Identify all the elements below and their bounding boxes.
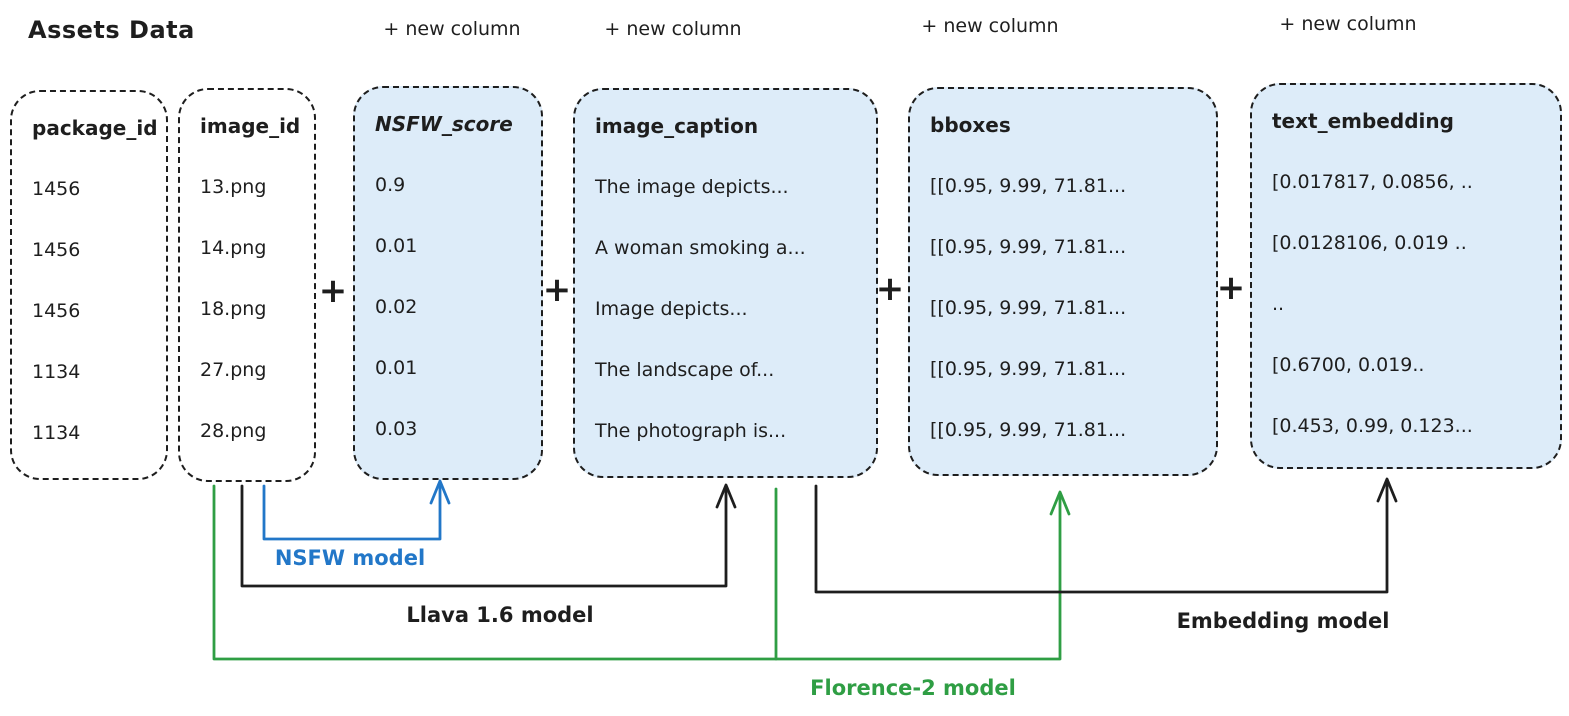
table-cell: The image depicts... bbox=[595, 176, 789, 198]
column-nsfw-score: NSFW_score 0.9 0.01 0.02 0.01 0.03 bbox=[353, 86, 543, 480]
plus-sign: + bbox=[318, 271, 348, 311]
nsfw-arrow bbox=[262, 482, 442, 541]
table-cell: A woman smoking a... bbox=[595, 237, 806, 259]
nsfw-arrowhead-icon bbox=[429, 479, 451, 505]
column-header: NSFW_score bbox=[375, 112, 513, 136]
table-cell: 27.png bbox=[200, 359, 267, 381]
table-cell: [[0.95, 9.99, 71.81... bbox=[930, 175, 1127, 197]
new-column-label-embedding: + new column bbox=[1279, 13, 1417, 35]
table-cell: 0.03 bbox=[375, 418, 418, 440]
table-cell: [[0.95, 9.99, 71.81... bbox=[930, 419, 1127, 441]
column-header: package_id bbox=[32, 116, 158, 140]
table-cell: 0.02 bbox=[375, 296, 418, 318]
column-header: image_caption bbox=[595, 114, 759, 138]
florence-model-label: Florence-2 model bbox=[810, 676, 1016, 700]
llava-model-label: Llava 1.6 model bbox=[406, 603, 594, 627]
table-cell: [0.017817, 0.0856, .. bbox=[1272, 171, 1473, 193]
table-cell: [[0.95, 9.99, 71.81... bbox=[930, 236, 1127, 258]
table-cell: [0.0128106, 0.019 .. bbox=[1272, 232, 1467, 254]
florence-arrow bbox=[212, 484, 1062, 661]
table-cell: 13.png bbox=[200, 176, 267, 198]
table-cell: 1456 bbox=[32, 178, 81, 200]
table-cell: [[0.95, 9.99, 71.81... bbox=[930, 297, 1127, 319]
table-cell: 0.01 bbox=[375, 235, 418, 257]
embedding-arrow bbox=[814, 480, 1389, 594]
table-cell: The photograph is... bbox=[595, 420, 787, 442]
table-cell: The landscape of... bbox=[595, 359, 775, 381]
table-cell: [[0.95, 9.99, 71.81... bbox=[930, 358, 1127, 380]
table-cell: 1134 bbox=[32, 422, 81, 444]
plus-sign: + bbox=[875, 269, 905, 309]
column-bboxes: bboxes [[0.95, 9.99, 71.81... [[0.95, 9.… bbox=[908, 87, 1218, 476]
table-cell: [0.453, 0.99, 0.123... bbox=[1272, 415, 1473, 437]
column-text-embedding: text_embedding [0.017817, 0.0856, .. [0.… bbox=[1250, 83, 1562, 469]
table-cell: 0.01 bbox=[375, 357, 418, 379]
column-header: text_embedding bbox=[1272, 109, 1454, 133]
column-header: image_id bbox=[200, 114, 301, 138]
embedding-model-label: Embedding model bbox=[1176, 609, 1390, 633]
new-column-label-bboxes: + new column bbox=[921, 15, 1059, 37]
table-cell: 1456 bbox=[32, 239, 81, 261]
table-cell: [0.6700, 0.019.. bbox=[1272, 354, 1425, 376]
florence-arrowhead-icon bbox=[1049, 490, 1071, 516]
plus-sign: + bbox=[1216, 268, 1246, 308]
table-cell: 18.png bbox=[200, 298, 267, 320]
table-cell: 1134 bbox=[32, 361, 81, 383]
column-package-id: package_id 1456 1456 1456 1134 1134 bbox=[10, 90, 168, 480]
new-column-label-nsfw: + new column bbox=[383, 18, 521, 40]
table-cell: 0.9 bbox=[375, 174, 406, 196]
table-cell: 14.png bbox=[200, 237, 267, 259]
new-column-label-caption: + new column bbox=[604, 18, 742, 40]
plus-sign: + bbox=[542, 270, 572, 310]
table-cell: 1456 bbox=[32, 300, 81, 322]
table-cell: Image depicts... bbox=[595, 298, 748, 320]
column-header: bboxes bbox=[930, 113, 1011, 137]
table-cell: .. bbox=[1272, 293, 1285, 315]
llava-arrowhead-icon bbox=[715, 483, 737, 509]
llava-arrow bbox=[240, 484, 728, 588]
column-image-caption: image_caption The image depicts... A wom… bbox=[573, 88, 878, 478]
embedding-arrowhead-icon bbox=[1376, 477, 1398, 503]
table-cell: 28.png bbox=[200, 420, 267, 442]
nsfw-model-label: NSFW model bbox=[274, 546, 426, 570]
diagram-title: Assets Data bbox=[28, 16, 195, 44]
column-image-id: image_id 13.png 14.png 18.png 27.png 28.… bbox=[178, 88, 316, 482]
